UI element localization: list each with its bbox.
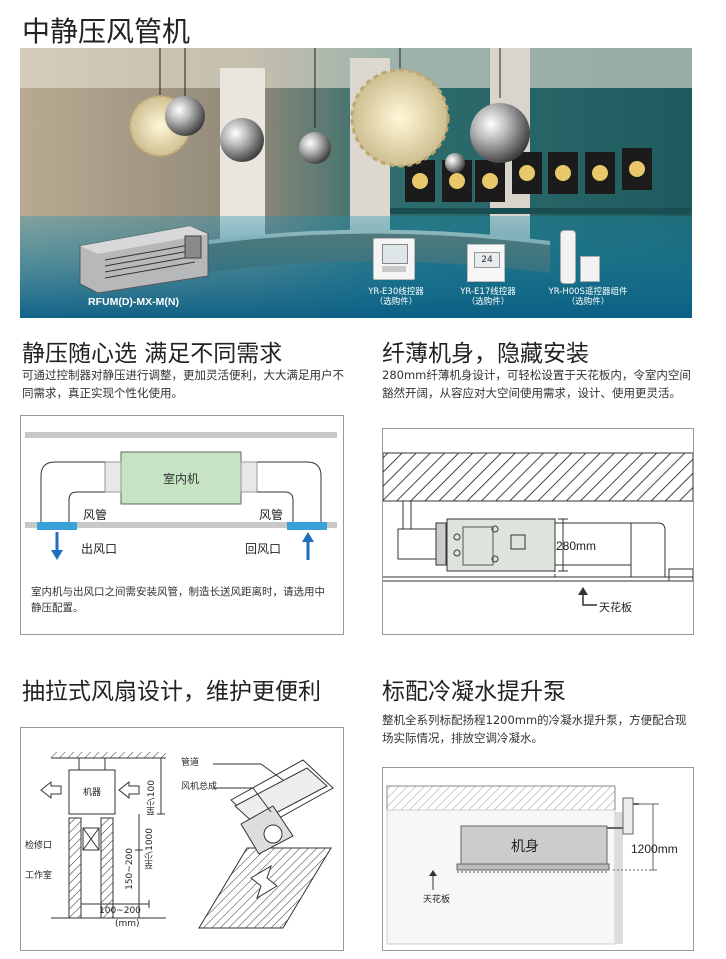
right-hollow-arrow-icon: [118, 780, 140, 800]
unit-mm-label: (mm): [115, 919, 140, 929]
range-150-200-label: 150~200: [125, 848, 135, 890]
controller-e30-caption: YR-E30线控器 （选购件）: [368, 287, 424, 307]
left-hollow-arrow-icon: [40, 780, 62, 800]
controller-e30-image: [373, 238, 415, 280]
duct-diagram: [25, 432, 337, 560]
controller-e17-image: 24: [467, 244, 505, 282]
controller-e17-caption: YR-E17线控器 （选购件）: [460, 287, 516, 307]
unit-label: 机器: [83, 788, 102, 798]
outlet-down-arrow-icon: [51, 532, 63, 560]
indoor-unit-label: 室内机: [162, 472, 199, 486]
section-pump-desc: 整机全系列标配扬程1200mm的冷凝水提升泵，方便配合现场实际情况，排放空调冷凝…: [382, 713, 687, 745]
remote-controller-image: [560, 230, 576, 284]
duct-note: 室内机与出风口之间需安装风管，制造长送风距离时，请选用中静压配置。: [31, 586, 325, 614]
section-pump-heading: 标配冷凝水提升泵: [382, 679, 566, 705]
pipe-label: 管道: [181, 758, 200, 768]
remote-holder-image: [580, 256, 600, 282]
pump-diagram: 机身 1200mm 天花板: [382, 767, 694, 951]
ceiling-board-label: 天花板: [423, 895, 451, 905]
min100-label: 至少100: [147, 780, 157, 816]
static-pressure-diagram: 室内机 风管 风管 出风口 回风口 室内机与出风口之间需安装风管，制造长送风距离…: [20, 415, 344, 635]
duct-right-label: 风管: [259, 508, 284, 522]
slim-install-diagram: 280mm 天花板: [382, 428, 694, 635]
ceiling-label: 天花板: [599, 601, 632, 614]
ceiling-pointer-arrow-icon: [578, 587, 597, 606]
maintenance-clearance-drawing: [40, 752, 334, 929]
access-port-label: 检修口: [25, 841, 53, 851]
lift-1200mm-label: 1200mm: [631, 842, 678, 856]
workroom-label: 工作室: [25, 871, 53, 881]
model-label: RFUM(D)-MX-M(N): [88, 296, 179, 308]
outlet-label: 出风口: [81, 542, 118, 556]
range-100-200-label: 100~200: [99, 906, 141, 916]
controller-e17-display: 24: [474, 252, 500, 268]
fan-assembly-label: 风机总成: [181, 782, 218, 792]
condensate-pump-drawing: [386, 785, 659, 945]
ceiling-cross-section: [383, 452, 693, 606]
drawer-fan-diagram: 机器 检修口 工作室 至少100 至少1000 150~200 100~200 …: [20, 727, 344, 951]
section-slim-heading: 纤薄机身，隐藏安装: [382, 341, 589, 367]
min1000-label: 至少1000: [145, 828, 155, 869]
section-static-pressure-desc: 可通过控制器对静压进行调整，更加灵活便利，大大满足用户不同需求，真正实现个性化使…: [22, 368, 344, 400]
unit-body-label: 机身: [511, 839, 539, 855]
remote-caption: YR-H00S遥控器组件 （选购件）: [548, 287, 628, 307]
hero-photo: RFUM(D)-MX-M(N) 24 YR-E30线控器 （选购件） YR-E1…: [20, 48, 692, 318]
section-slim-desc: 280mm纤薄机身设计，可轻松设置于天花板内，令室内空间豁然开阔，从容应对大空间…: [382, 368, 691, 400]
restaurant-scene-image: [20, 48, 692, 318]
height-280mm-label: 280mm: [556, 539, 597, 553]
duct-left-label: 风管: [83, 508, 108, 522]
return-up-arrow-icon: [302, 532, 314, 560]
return-label: 回风口: [245, 542, 282, 556]
section-drawer-fan-heading: 抽拉式风扇设计，维护更便利: [22, 679, 321, 705]
section-static-pressure-heading: 静压随心选 满足不同需求: [22, 341, 283, 367]
page-title: 中静压风管机: [22, 15, 191, 48]
